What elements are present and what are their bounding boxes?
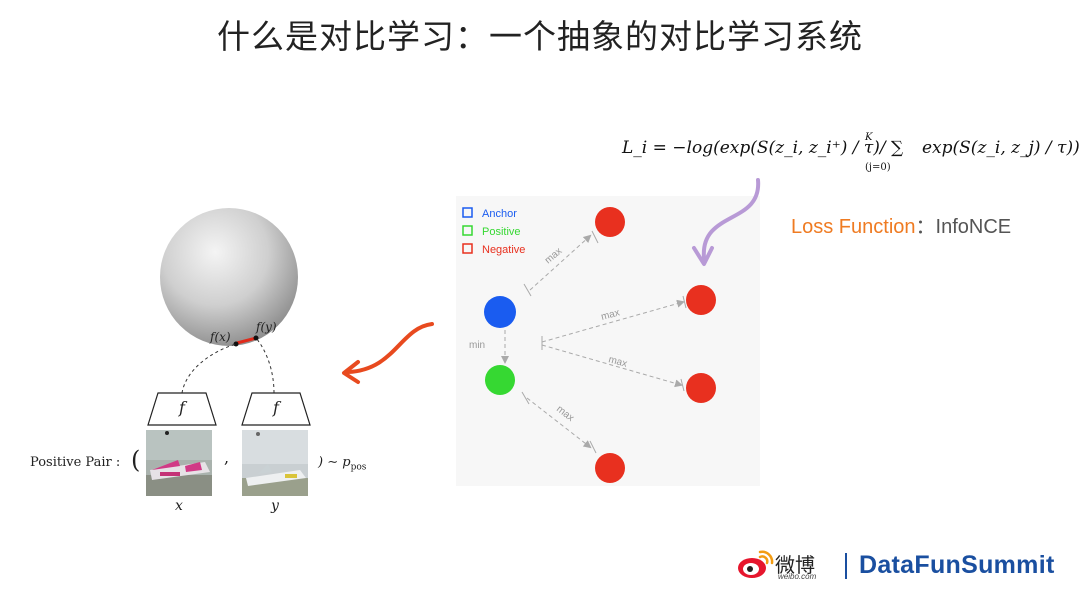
contrastive-panel-background — [456, 196, 760, 486]
x-label: x — [175, 498, 183, 514]
open-paren: ( — [131, 446, 141, 474]
image-y — [242, 430, 308, 496]
negative-node-4 — [595, 453, 625, 483]
close-paren-dist: ) ∼ p — [318, 455, 351, 470]
weibo-logo-icon — [738, 550, 774, 578]
legend-anchor-swatch — [462, 207, 473, 218]
fx-label: f(x) — [210, 330, 231, 344]
legend-negative-label: Negative — [482, 244, 525, 256]
loss-separator: ： — [915, 216, 936, 238]
weibo-name: 微博 — [775, 553, 815, 577]
slide-title: 什么是对比学习：一个抽象的对比学习系统 — [217, 17, 863, 56]
formula-pointer-arrow — [701, 178, 761, 260]
mapping-arrowhead — [342, 360, 360, 384]
encoder-y-shape — [241, 392, 311, 426]
encoder-y-connector — [255, 337, 275, 394]
formula-sum-lower: (j=0) — [865, 162, 891, 173]
edge-positive-neg4 — [526, 397, 592, 449]
weibo-domain: weibo.com — [778, 572, 817, 581]
infonce-formula: L_i = −log(exp(S(z_i, z_i⁺) / τ)/ ∑ K (j… — [622, 132, 1080, 182]
encoder-x-connector — [181, 343, 237, 394]
brand-separator — [845, 553, 847, 579]
fy-label: f(y) — [256, 320, 277, 334]
edge-label-max-4: max — [554, 404, 576, 424]
anchor-node — [484, 296, 516, 328]
brand-name: DataFunSummit — [859, 551, 1055, 579]
encoder-y-label: f — [273, 398, 279, 417]
encoder-x-label: f — [179, 398, 185, 417]
mapping-arrow — [346, 322, 434, 374]
negative-node-1 — [595, 207, 625, 237]
negative-node-3 — [686, 373, 716, 403]
edge-label-max-2: max — [600, 307, 621, 323]
y-label: y — [271, 498, 279, 514]
pos-subscript: pos — [350, 462, 367, 473]
edge-anchor-neg1 — [529, 234, 592, 291]
formula-main: L_i = −log(exp(S(z_i, z_i⁺) / τ)/ ∑ — [622, 138, 904, 158]
legend-anchor-label: Anchor — [482, 208, 517, 220]
pos-distribution: ) ∼ ppos — [318, 455, 366, 473]
edge-center-neg3 — [541, 344, 683, 388]
encoder-x-shape — [147, 392, 217, 426]
positive-node — [485, 365, 515, 395]
loss-function-text: Loss Function — [791, 216, 916, 238]
loss-function-label: Loss Function：InfoNCE — [791, 210, 1011, 239]
image-x — [146, 430, 212, 496]
pair-comma: , — [224, 448, 230, 467]
embedding-distance-line — [236, 336, 257, 345]
edge-label-max-3: max — [607, 354, 628, 370]
formula-sum-upper: K — [865, 132, 873, 143]
embedding-sphere — [160, 208, 298, 346]
legend-positive-label: Positive — [482, 226, 521, 238]
positive-pair-label: Positive Pair : — [30, 455, 121, 470]
fx-point — [233, 341, 239, 347]
legend-negative-swatch — [462, 243, 473, 254]
edge-center-neg2 — [541, 299, 685, 343]
formula-pointer-arrowhead — [692, 246, 714, 266]
formula-tail: exp(S(z_i, z_j) / τ)) — [922, 138, 1080, 158]
edge-label-max-1: max — [543, 246, 565, 267]
legend-positive-swatch — [462, 225, 473, 236]
edge-label-min: min — [469, 340, 485, 351]
fy-point — [253, 335, 259, 341]
negative-node-2 — [686, 285, 716, 315]
loss-name: InfoNCE — [935, 216, 1012, 238]
